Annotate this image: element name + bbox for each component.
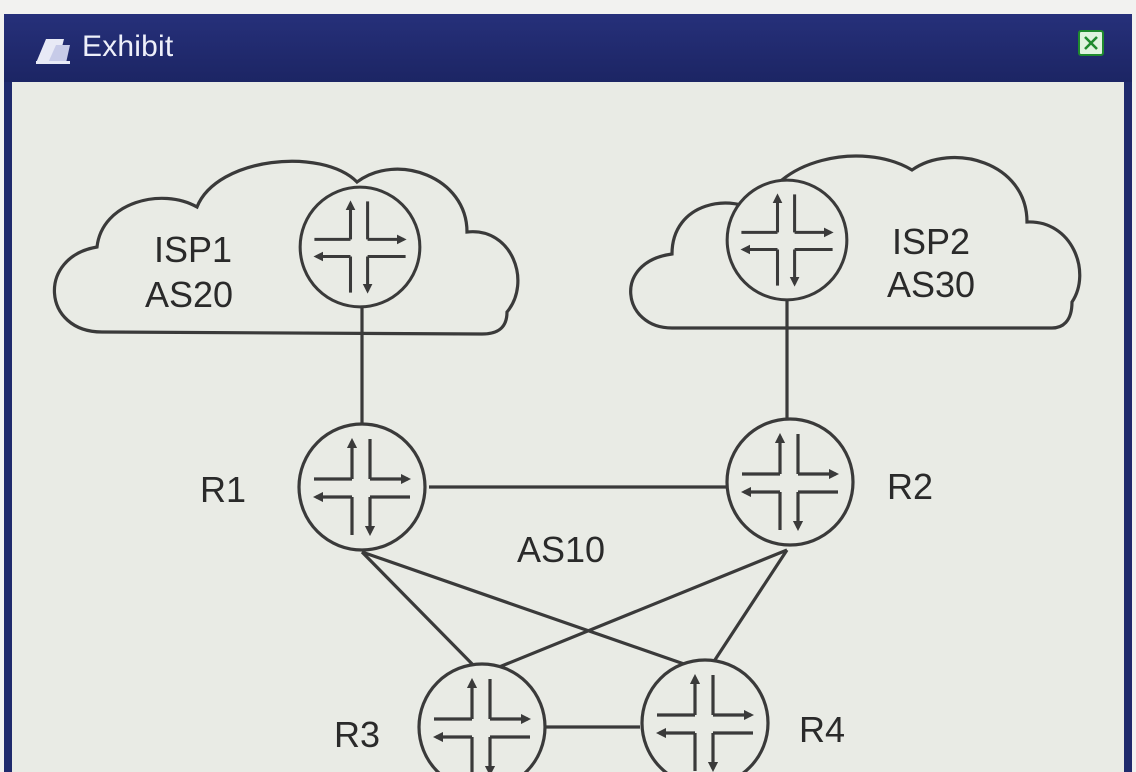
isp2-name: ISP2 — [892, 221, 970, 262]
router-icon[interactable] — [727, 419, 853, 545]
router-label-r1: R1 — [200, 469, 246, 510]
router-label-r4: R4 — [799, 709, 845, 750]
area-label: AS10 — [517, 529, 605, 570]
link-r2-r3 — [481, 548, 788, 676]
exhibit-content: ISP1 AS20 ISP2 AS30 R1 R2 AS10 R3 R4 — [12, 82, 1124, 772]
router-label-r2: R2 — [887, 466, 933, 507]
exhibit-icon — [36, 39, 70, 64]
link-r1-r3 — [360, 550, 484, 676]
router-label-r3: R3 — [334, 714, 380, 755]
isp2-cloud — [629, 154, 1082, 330]
network-diagram: ISP1 AS20 ISP2 AS30 R1 R2 AS10 R3 R4 — [52, 154, 1082, 772]
router-icon[interactable] — [299, 424, 425, 550]
isp1-name: ISP1 — [154, 229, 232, 270]
router-icon[interactable] — [300, 187, 420, 307]
exhibit-window: Exhibit — [4, 14, 1132, 772]
close-button[interactable] — [1078, 30, 1104, 56]
router-icon[interactable] — [419, 664, 545, 772]
router-icon[interactable] — [727, 180, 847, 300]
router-icon[interactable] — [642, 660, 768, 772]
close-icon — [1084, 36, 1098, 50]
isp1-as: AS20 — [145, 274, 233, 315]
link-r1-r4 — [361, 550, 708, 674]
window-title: Exhibit — [82, 30, 174, 63]
isp1-cloud — [52, 159, 520, 336]
link-r2-r4 — [705, 549, 789, 673]
links — [360, 296, 789, 729]
title-bar[interactable]: Exhibit — [4, 14, 1132, 82]
isp2-as: AS30 — [887, 264, 975, 305]
